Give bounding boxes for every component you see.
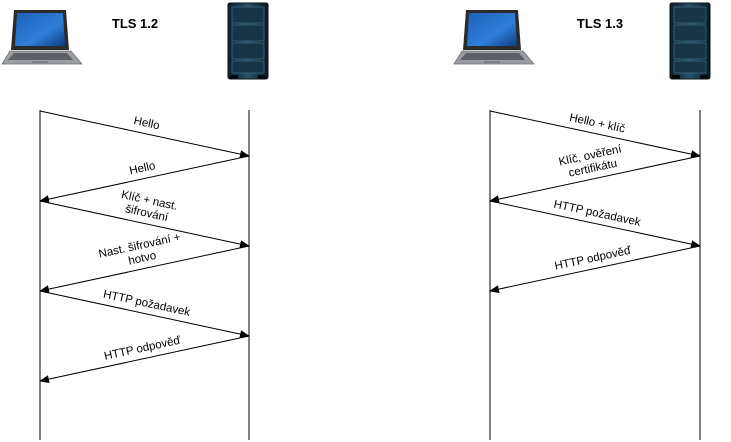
message: Nast. šifrování +hotvo — [39, 231, 250, 294]
message-label-line: Hello — [128, 160, 156, 177]
message-arrow — [489, 245, 701, 294]
message: Klíč + nast.šifrování — [39, 189, 250, 249]
message-arrow — [39, 110, 250, 159]
message-label: Hello — [133, 115, 161, 132]
panel-title: TLS 1.3 — [577, 16, 623, 31]
message: Klíč, ověřenícertifikátu — [489, 143, 701, 204]
message-arrow — [39, 155, 250, 204]
message-label-line: Hello — [133, 115, 161, 132]
message-label: Nast. šifrování +hotvo — [98, 231, 185, 273]
message-label: Hello + klíč — [568, 112, 626, 136]
message-label-line: Hello + klíč — [568, 112, 626, 136]
message-arrow — [489, 110, 701, 159]
message-label: Hello — [128, 160, 156, 177]
message: HTTP odpověď — [489, 245, 701, 294]
message-arrow — [39, 200, 250, 249]
laptop-icon — [453, 9, 535, 65]
message-arrow — [39, 290, 250, 339]
message-label-line: hotvo — [127, 250, 157, 268]
message: HTTP odpověď — [39, 334, 250, 384]
laptop-icon — [1, 9, 83, 65]
message-arrow — [39, 335, 250, 384]
message-label: Klíč, ověřenícertifikátu — [558, 143, 627, 181]
message-arrow — [489, 200, 701, 249]
panel-title: TLS 1.2 — [112, 16, 158, 31]
server-rack-icon — [669, 2, 711, 80]
message-arrow — [39, 245, 250, 294]
message: HTTP požadavek — [39, 289, 250, 339]
server-rack-icon — [227, 2, 269, 80]
message: Hello — [39, 155, 250, 204]
message: Hello — [39, 110, 250, 159]
message: HTTP požadavek — [489, 199, 701, 249]
message-arrow — [489, 155, 701, 204]
